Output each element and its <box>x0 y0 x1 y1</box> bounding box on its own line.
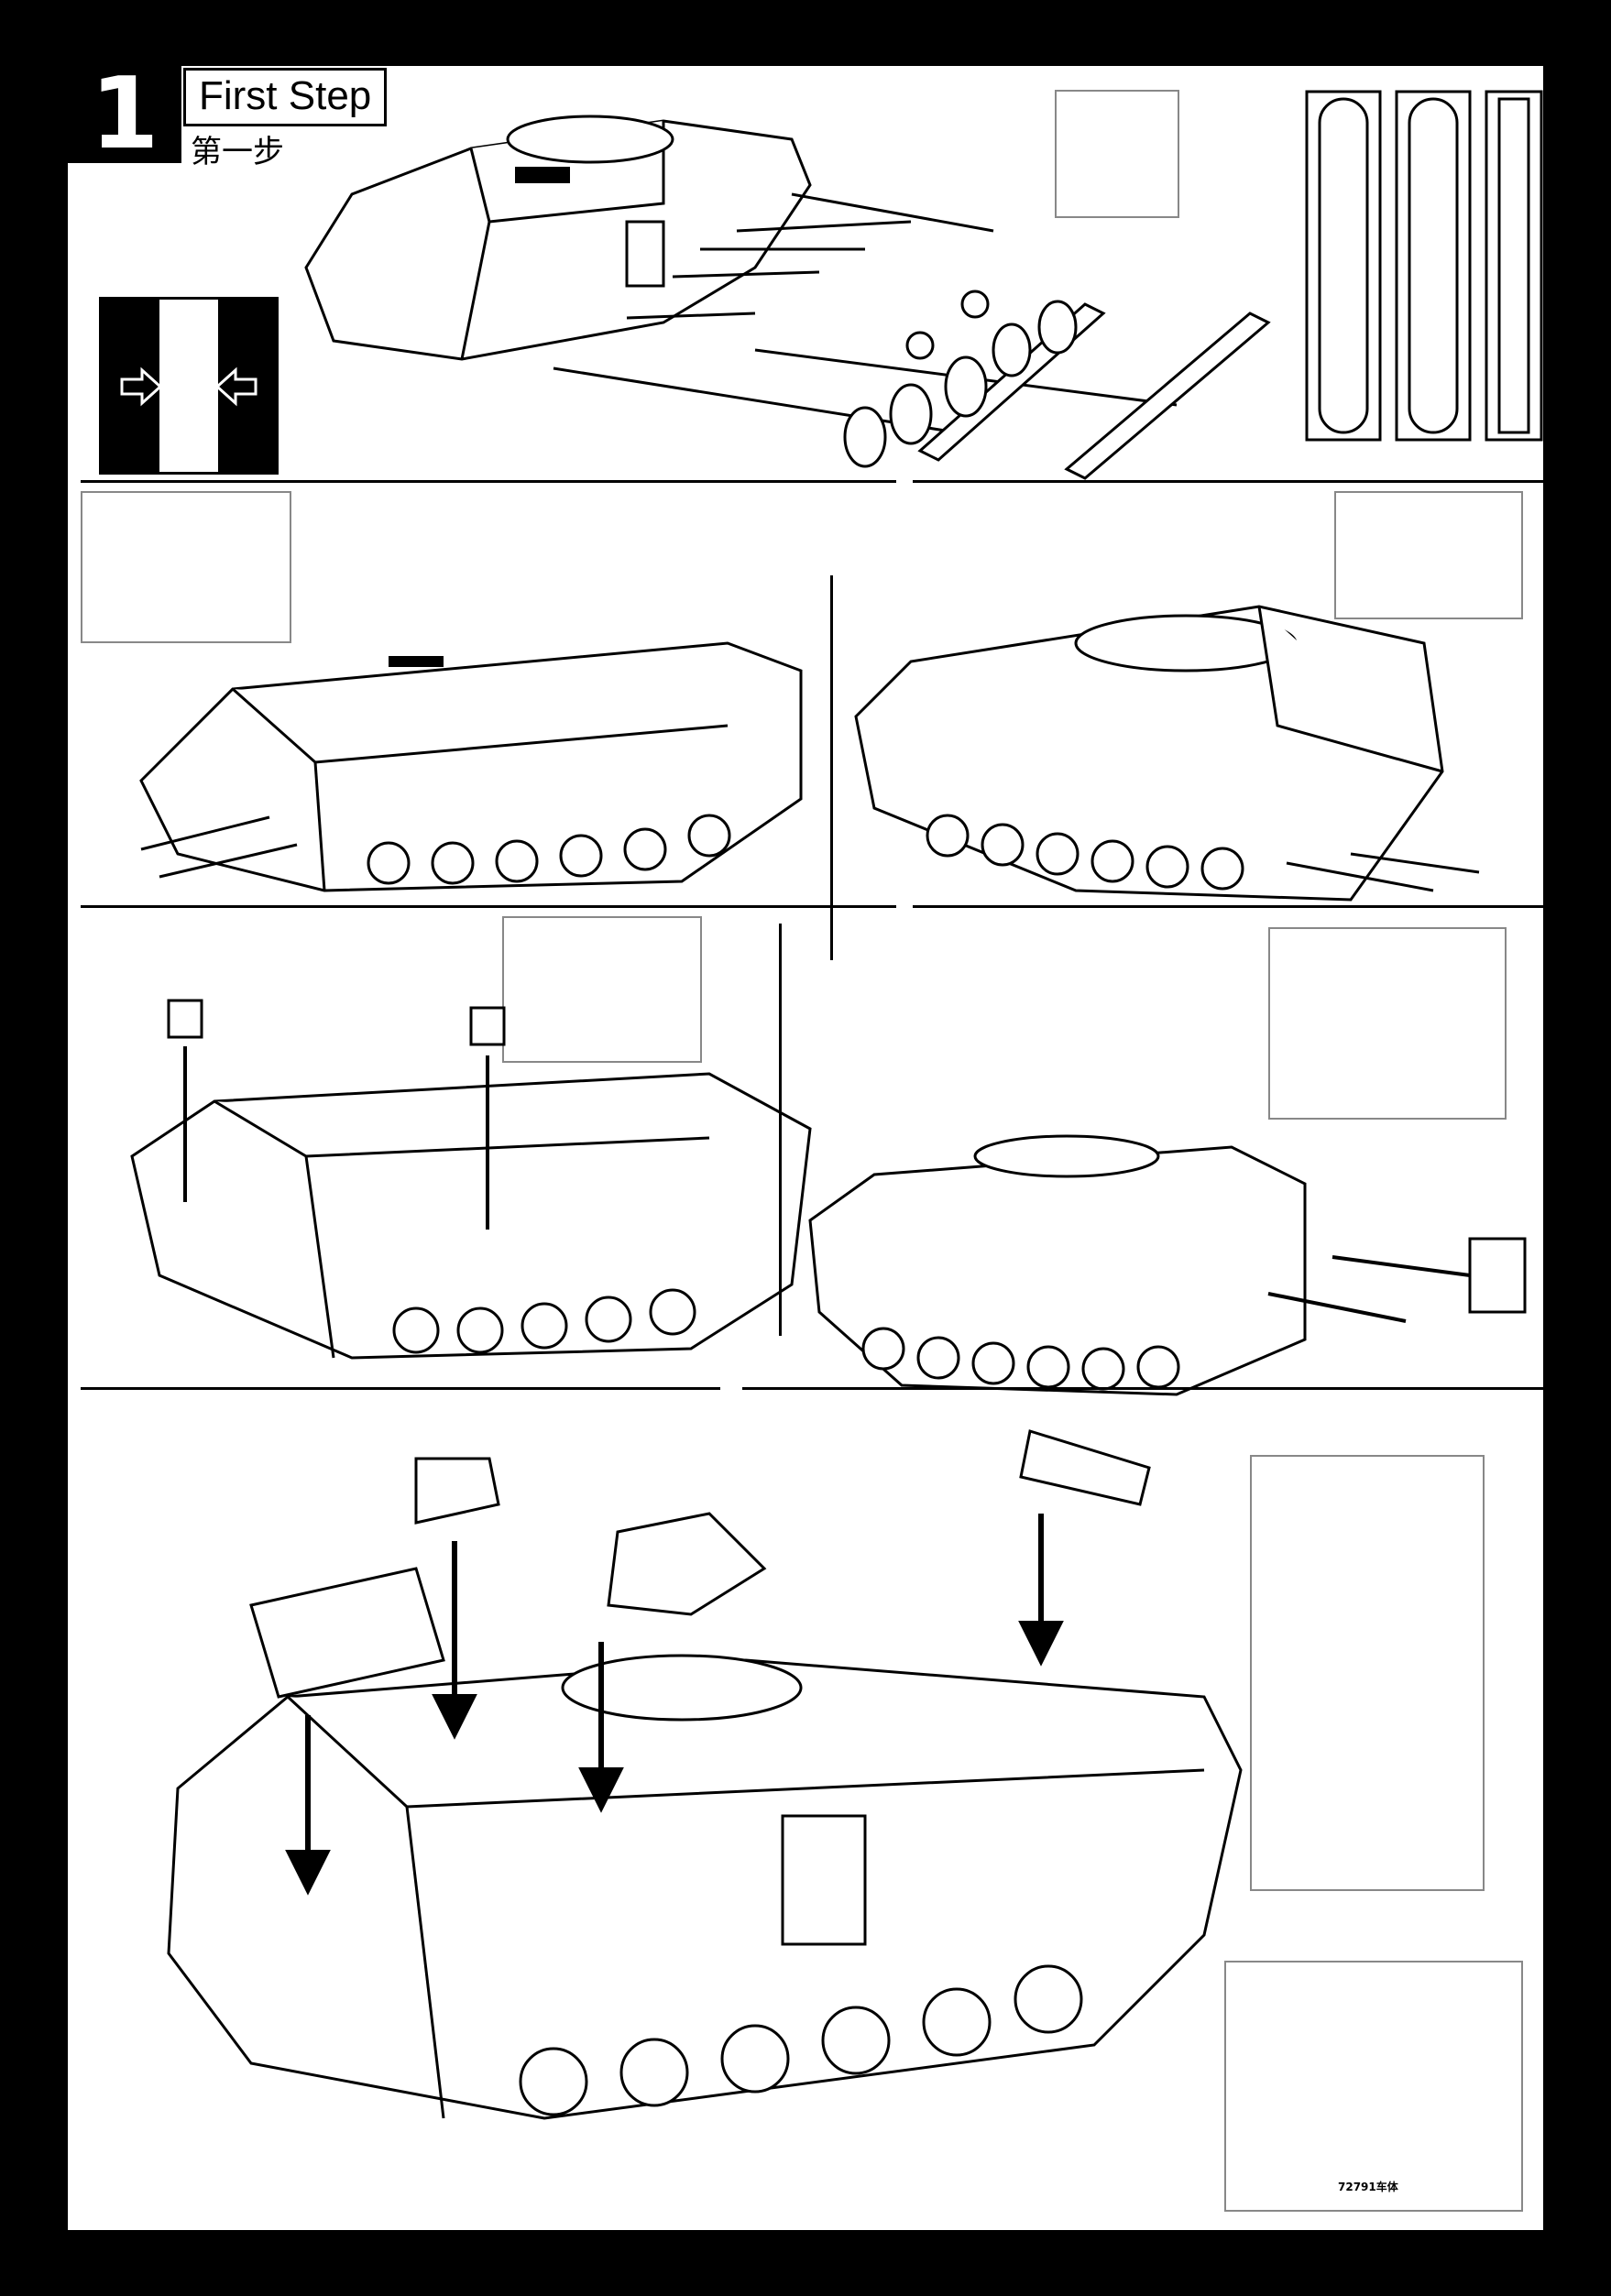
sprue-thumbnail <box>1334 491 1523 619</box>
orientation-flag <box>99 297 279 475</box>
hull-tow-hooks-front-drawing <box>139 641 803 892</box>
hull-front-fittings-drawing <box>130 999 812 1360</box>
sprue-code-label: 72791车体 <box>1338 2181 1398 2193</box>
step-subtitle: 第一步 <box>191 134 284 170</box>
hull-sprue-thumbnail <box>1224 1961 1523 2212</box>
hull-tow-hooks-rear-drawing <box>854 605 1480 902</box>
arrow-left-icon <box>214 366 258 407</box>
sprue-sheet <box>1250 1455 1485 1891</box>
final-hull-assembly-drawing <box>167 1429 1243 2120</box>
sprue-thumbnail <box>1055 90 1179 218</box>
hull-suspension-assembly-drawing <box>304 115 1271 480</box>
step-title: First Step <box>183 68 388 126</box>
sprue-thumbnail <box>1268 927 1507 1120</box>
step-number: 1 <box>68 65 181 164</box>
sprue-thumbnail <box>81 491 291 643</box>
track-diagram <box>1305 90 1543 442</box>
arrow-right-icon <box>120 366 163 407</box>
instruction-page: 1 First Step 第一步 <box>64 62 1547 2234</box>
sprue-thumbnail <box>502 916 702 1063</box>
hull-rear-door-drawing <box>808 1134 1527 1396</box>
